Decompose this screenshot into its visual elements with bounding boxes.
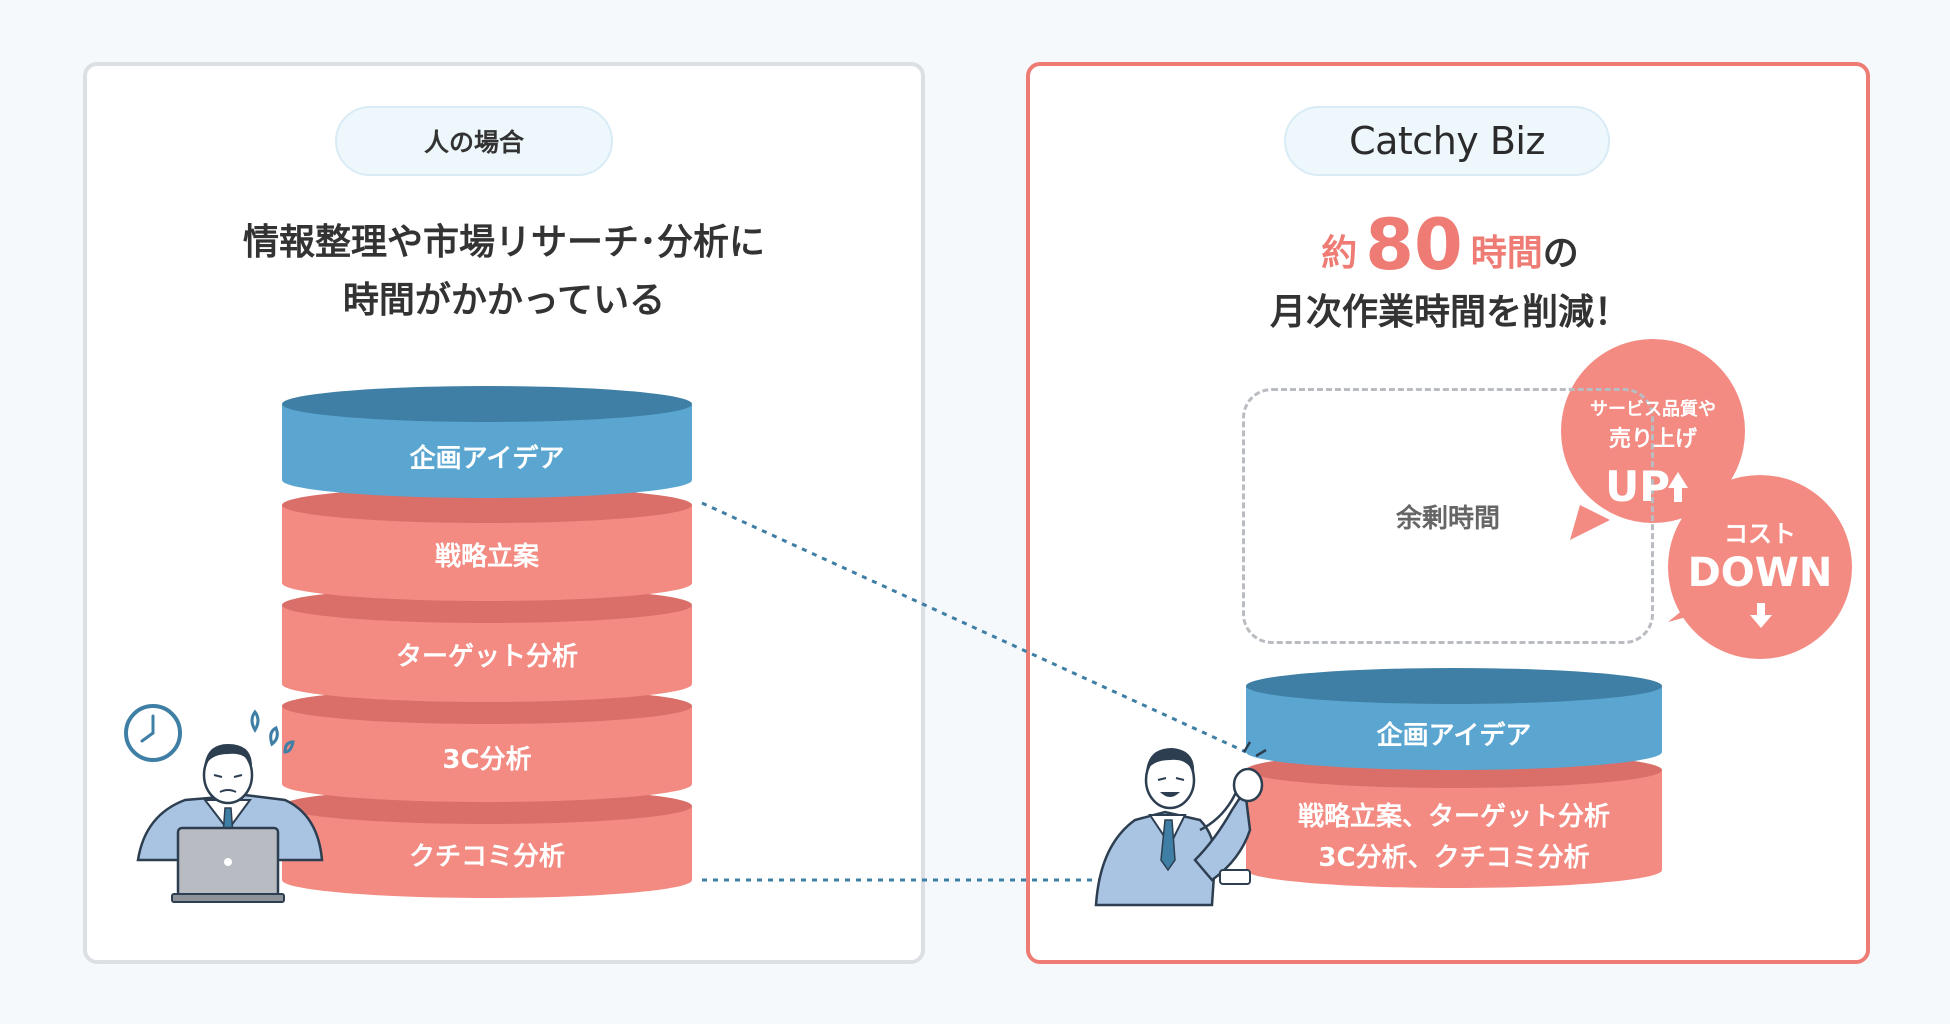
up-arrow-icon [1668, 472, 1688, 502]
clock-icon [124, 704, 182, 762]
right-stack-label-bottom-line2: 3C分析、クチコミ分析 [1318, 843, 1590, 873]
left-heading-line1: 情報整理や市場リサーチ･分析に [242, 222, 765, 263]
left-stack-label-3c-analysis: 3C分析 [442, 745, 532, 775]
left-heading: 情報整理や市場リサーチ･分析に 時間がかかっている [110, 214, 898, 330]
down-bubble [1668, 475, 1852, 659]
stressed-worker-illustration [136, 744, 324, 903]
up-bubble-line2: 売り上げ [1608, 427, 1697, 452]
right-stack-label-bottom-line1: 戦略立案、ターゲット分析 [1297, 802, 1610, 832]
spare-time-box: 余剰時間 [1242, 388, 1654, 644]
right-heading-line2: 月次作業時間を削減！ [1269, 292, 1630, 333]
down-bubble-big: DOWN [1687, 550, 1833, 596]
right-stack [1246, 668, 1662, 888]
left-heading-line2: 時間がかかっている [342, 280, 666, 321]
human-case-pill: 人の場合 [335, 106, 613, 176]
left-stack-label-planning-ideas: 企画アイデア [409, 444, 565, 474]
right-heading-number: 80 [1365, 204, 1463, 286]
left-stack-segment-2 [282, 487, 692, 601]
down-bubble-line1: コスト [1724, 520, 1796, 548]
down-arrow-icon [1750, 603, 1772, 628]
left-stack [282, 386, 692, 898]
catchy-biz-logo: Catchy Biz [1349, 119, 1545, 163]
sweat-drops-icon [250, 709, 295, 754]
happy-worker-illustration [1094, 741, 1267, 907]
catchy-biz-logo-pill: Catchy Biz [1284, 106, 1610, 176]
right-heading-unit: 時間 [1470, 233, 1543, 274]
spare-time-label: 余剰時間 [1395, 503, 1500, 534]
right-heading-line1: 約 80 時間 の [1050, 200, 1850, 280]
left-stack-label-review-analysis: クチコミ分析 [408, 842, 565, 872]
right-stack-label-top: 企画アイデア [1376, 721, 1532, 751]
left-stack-label-strategy: 戦略立案 [434, 542, 539, 572]
left-stack-label-target-analysis: ターゲット分析 [395, 642, 578, 672]
up-bubble-big: UP [1605, 462, 1670, 511]
connector-line-top [701, 501, 1247, 754]
left-stack-segment-1 [282, 386, 692, 498]
human-case-label: 人の場合 [423, 128, 524, 157]
right-heading-suffix: の [1542, 233, 1579, 274]
right-stack-top-segment [1246, 668, 1662, 770]
right-heading-prefix: 約 [1321, 233, 1358, 274]
up-bubble-line1: サービス品質や [1590, 399, 1716, 420]
